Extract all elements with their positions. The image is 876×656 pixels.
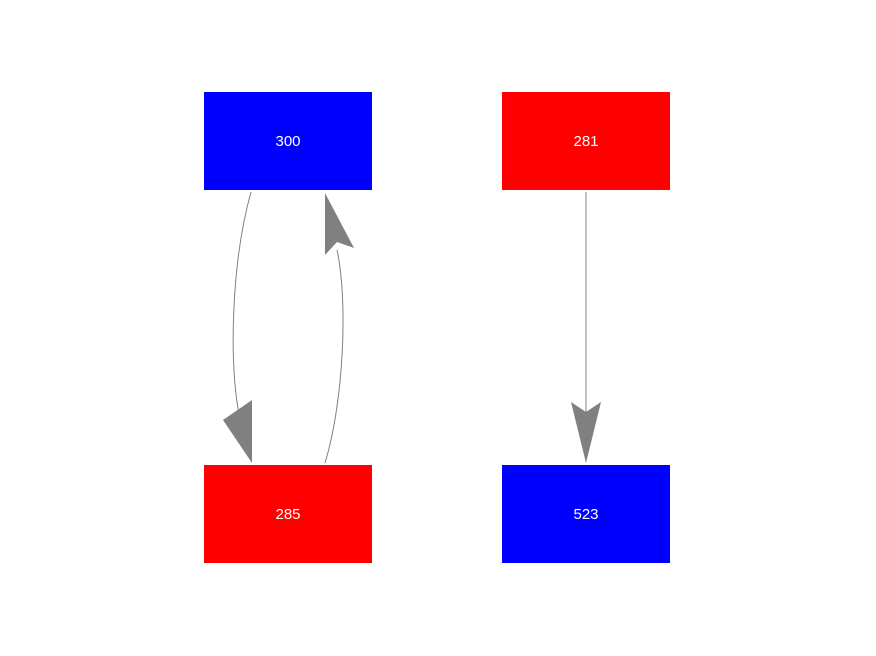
arrowhead-300-to-285	[223, 400, 252, 463]
node-label: 300	[275, 132, 301, 150]
arrowhead-281-to-523	[571, 402, 601, 463]
node-label: 523	[573, 505, 599, 523]
edge-285-to-300	[324, 249, 344, 464]
node-523[interactable]: 523	[502, 465, 670, 563]
node-300[interactable]: 300	[204, 92, 372, 190]
node-label: 281	[573, 132, 599, 150]
node-281[interactable]: 281	[502, 92, 670, 190]
node-label: 285	[275, 505, 301, 523]
node-285[interactable]: 285	[204, 465, 372, 563]
edge-300-to-285	[232, 191, 252, 421]
arrowhead-285-to-300	[325, 193, 354, 255]
